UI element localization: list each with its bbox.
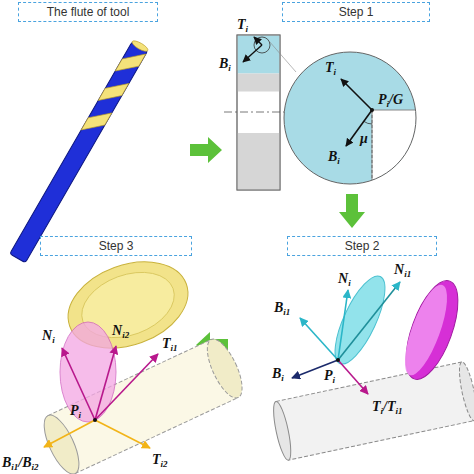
title-text: The flute of tool xyxy=(47,5,130,19)
step-title: Step 2 xyxy=(287,236,437,256)
vector-label: Bi1 xyxy=(274,300,290,317)
step-title: The flute of tool xyxy=(18,2,158,22)
zoom-circle xyxy=(284,52,432,200)
vector-label: Pi/G xyxy=(378,92,403,109)
vector-label: Ni2 xyxy=(112,323,129,340)
vector-label: Ti1 xyxy=(162,336,178,353)
step-title: Step 1 xyxy=(282,2,430,22)
vector-label: Bi1/Bi2 xyxy=(2,455,39,472)
vector-label: Ni xyxy=(42,328,55,345)
step3-figure xyxy=(37,246,249,474)
vector-label: Ti2 xyxy=(152,452,168,469)
vector-label: Ti xyxy=(237,17,248,34)
vector-label: Bi xyxy=(219,56,231,73)
drill xyxy=(10,39,150,263)
vector-label: Ti/Ti1 xyxy=(372,399,403,416)
vector-label: Bi xyxy=(272,366,284,383)
vector-label: Pi xyxy=(70,403,81,420)
vector-label: Ni xyxy=(338,271,351,288)
title-text: Step 3 xyxy=(99,239,134,253)
flow-arrow xyxy=(190,137,222,163)
vector-label: Bi xyxy=(328,149,340,166)
vector-label: Pi xyxy=(324,368,335,385)
vector-label: Ti xyxy=(325,60,336,77)
flow-arrow xyxy=(339,194,365,228)
step-title: Step 3 xyxy=(40,236,192,256)
step2-figure xyxy=(270,270,474,462)
vector-label: μ xyxy=(360,131,368,146)
vector-label: Ni1 xyxy=(394,262,411,279)
title-text: Step 1 xyxy=(339,5,374,19)
title-text: Step 2 xyxy=(345,239,380,253)
